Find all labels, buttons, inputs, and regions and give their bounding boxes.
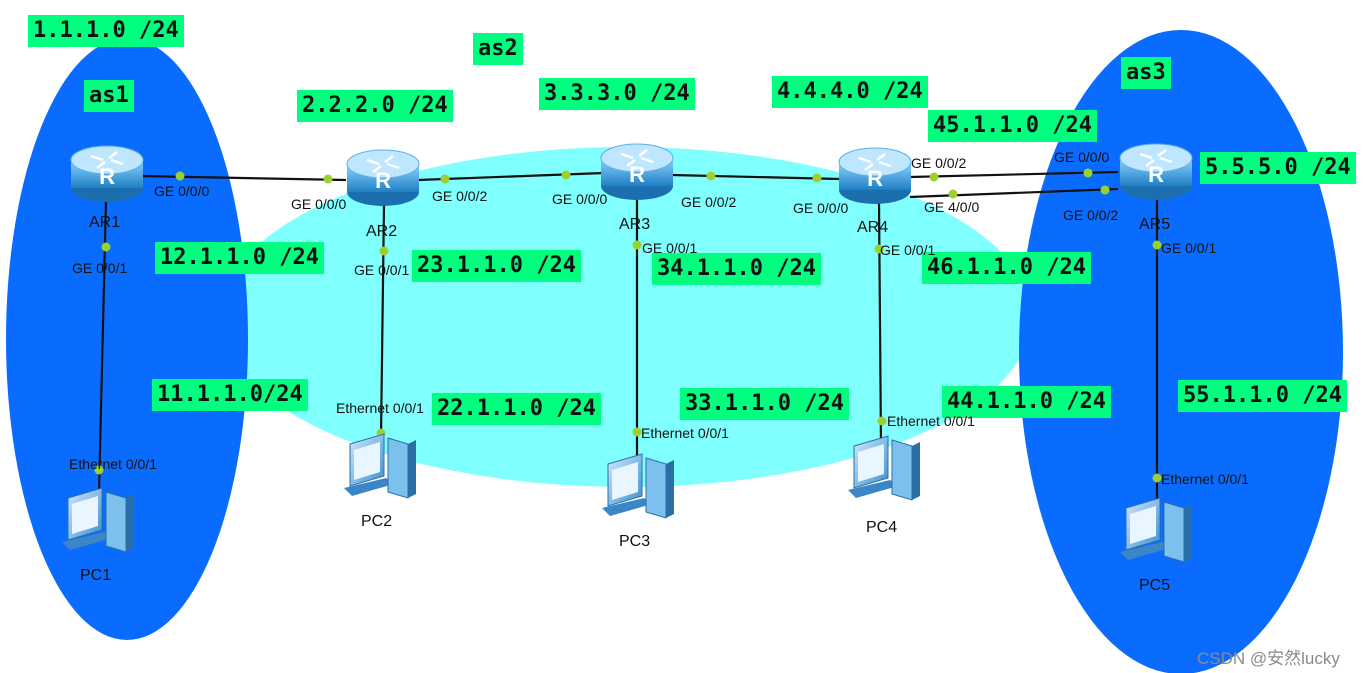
port-label-ar3-g000: GE 0/0/0	[552, 191, 608, 207]
port-label-ar5-g002: GE 0/0/2	[1063, 207, 1119, 223]
device-label-pc4: PC4	[866, 519, 898, 536]
as2-label: as2	[473, 33, 523, 65]
network-label-23: 23.1.1.0 /24	[412, 250, 581, 282]
port-label-pc1-eth: Ethernet 0/0/1	[69, 456, 157, 472]
link-ar1-ar2	[139, 174, 347, 182]
network-label-33: 33.1.1.0 /24	[680, 388, 849, 420]
port-label-pc4-eth: Ethernet 0/0/1	[887, 413, 975, 429]
port-label-ar2-g002: GE 0/0/2	[432, 188, 488, 204]
device-label-ar5: AR5	[1139, 216, 1171, 233]
as1-region	[6, 38, 248, 640]
link-ar4-pc4	[877, 201, 883, 447]
device-label-pc5: PC5	[1139, 577, 1171, 594]
port-label-ar4-g400: GE 4/0/0	[924, 199, 980, 215]
link-ar3-ar4	[671, 173, 841, 181]
port-label-ar2-g000: GE 0/0/0	[291, 196, 347, 212]
port-label-ar2-g001: GE 0/0/1	[354, 262, 410, 278]
network-label-55: 55.1.1.0 /24	[1178, 380, 1347, 412]
device-label-pc3: PC3	[619, 533, 651, 550]
network-label-2: 2.2.2.0 /24	[297, 90, 453, 122]
port-label-ar4-g001: GE 0/0/1	[880, 242, 936, 258]
watermark: CSDN @安然lucky	[1197, 649, 1340, 668]
network-label-22: 22.1.1.0 /24	[432, 393, 601, 425]
link-ar4-ar5-b	[909, 187, 1119, 199]
network-label-1: 1.1.1.0 /24	[28, 15, 184, 47]
port-label-pc2-eth: Ethernet 0/0/1	[336, 400, 424, 416]
network-label-4: 4.4.4.0 /24	[772, 76, 928, 108]
router-ar5-icon	[1118, 142, 1194, 202]
network-label-3: 3.3.3.0 /24	[539, 78, 695, 110]
port-label-ar5-g000: GE 0/0/0	[1054, 149, 1110, 165]
network-label-34: 34.1.1.0 /24	[652, 253, 821, 285]
device-label-ar3: AR3	[619, 216, 651, 233]
port-label-ar3-g001: GE 0/0/1	[642, 240, 698, 256]
router-ar4-icon	[837, 146, 913, 206]
pc2-icon	[343, 433, 417, 499]
pc3-icon	[601, 453, 675, 519]
as3-label: as3	[1121, 57, 1171, 89]
network-label-5: 5.5.5.0 /24	[1200, 152, 1356, 184]
port-dots	[94, 168, 1162, 483]
port-label-pc5-eth: Ethernet 0/0/1	[1161, 471, 1249, 487]
network-label-12: 12.1.1.0 /24	[155, 242, 324, 274]
port-label-ar4-g000: GE 0/0/0	[793, 200, 849, 216]
device-label-pc1: PC1	[80, 567, 112, 584]
device-label-pc2: PC2	[361, 513, 393, 530]
link-ar4-ar5-a	[909, 170, 1119, 179]
device-label-ar1: AR1	[89, 214, 121, 231]
port-label-ar3-g002: GE 0/0/2	[681, 194, 737, 210]
port-label-ar1-g000: GE 0/0/0	[154, 183, 210, 199]
router-ar3-icon	[599, 142, 675, 202]
as3-region	[1019, 30, 1343, 673]
port-label-ar1-g001: GE 0/0/1	[72, 260, 128, 276]
port-label-ar5-g001: GE 0/0/1	[1161, 240, 1217, 256]
port-label-pc3-eth: Ethernet 0/0/1	[641, 425, 729, 441]
port-label-ar4-g002: GE 0/0/2	[911, 155, 967, 171]
pc4-icon	[847, 435, 921, 501]
network-label-45: 45.1.1.0 /24	[928, 110, 1097, 142]
as1-label: as1	[84, 80, 134, 112]
network-label-11: 11.1.1.0/24	[152, 379, 308, 411]
network-label-44: 44.1.1.0 /24	[942, 386, 1111, 418]
network-label-46: 46.1.1.0 /24	[922, 252, 1091, 284]
as-regions	[6, 30, 1343, 673]
router-ar2-icon	[345, 148, 421, 208]
device-label-ar4: AR4	[857, 219, 889, 236]
router-ar1-icon	[69, 144, 145, 204]
device-label-ar2: AR2	[366, 223, 398, 240]
link-ar2-pc2	[379, 203, 386, 437]
